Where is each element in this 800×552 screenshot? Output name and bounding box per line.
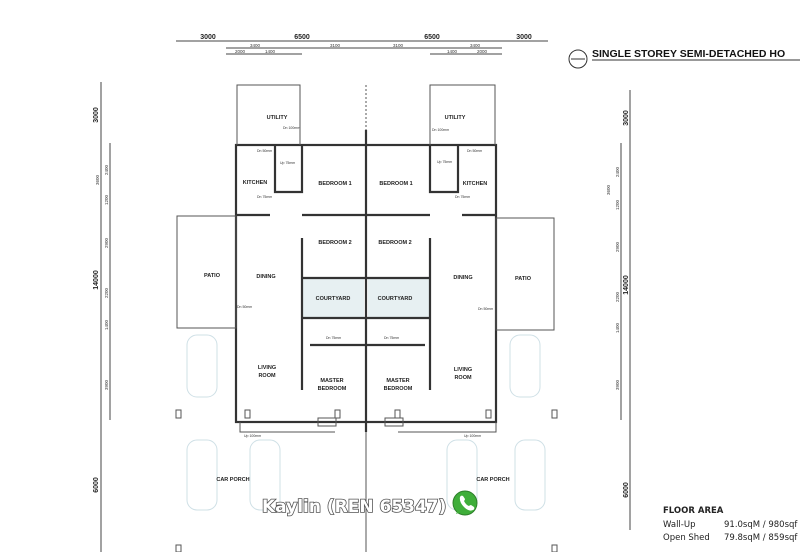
room-car-porch: CAR PORCH	[216, 477, 249, 483]
room-courtyard: COURTYARD	[316, 296, 351, 302]
room-master: MASTER	[320, 378, 343, 384]
floor-area-label: Wall-Up	[663, 520, 695, 530]
room-master: MASTER	[386, 378, 409, 384]
right-dimensions: 3000 14000 6000 3600 2400 1200 2900 2200…	[606, 90, 631, 530]
left-dimensions: 3000 14000 6000 3600 2400 1200 2900 2200…	[93, 82, 111, 552]
dim-top-sub: 1400	[447, 49, 458, 54]
dim-side-sub: 1200	[615, 199, 620, 210]
level-notes: Dn 100mm Dn 100mm Dn 50mm Dn 50mm Up 75m…	[237, 126, 493, 438]
dim-top: 3000	[200, 34, 216, 41]
room-master: BEDROOM	[384, 386, 413, 392]
columns	[175, 409, 558, 552]
floor-area-heading: FLOOR AREA	[663, 506, 724, 516]
dim-side-sub: 3600	[606, 184, 611, 195]
dim-side: 3000	[623, 110, 630, 126]
dim-side-sub: 3900	[615, 379, 620, 390]
room-master: BEDROOM	[318, 386, 347, 392]
plan-title: SINGLE STOREY SEMI-DETACHED HO	[568, 48, 800, 69]
courtyard-fill	[368, 278, 430, 318]
note: Dn 75mm	[455, 195, 470, 199]
watermark-text: Kaylin (REN 65347)	[262, 497, 446, 517]
dim-side: 14000	[93, 270, 100, 290]
note: Up 100mm	[244, 434, 261, 438]
room-kitchen: KITCHEN	[463, 181, 487, 187]
dim-side-sub: 2900	[615, 241, 620, 252]
dim-side-sub: 1400	[615, 322, 620, 333]
note: Dn 50mm	[467, 149, 482, 153]
room-living: ROOM	[454, 375, 472, 381]
dim-side-sub: 2400	[104, 164, 109, 175]
walls	[176, 84, 555, 552]
dim-side: 6000	[623, 482, 630, 498]
dim-top-sub: 3400	[470, 43, 481, 48]
dim-side-sub: 3900	[104, 379, 109, 390]
floor-area-value: 79.8sqM / 859sqf	[724, 533, 798, 543]
dim-side-sub: 2200	[615, 291, 620, 302]
room-patio: PATIO	[204, 273, 221, 279]
floor-area-label: Open Shed	[663, 533, 710, 543]
room-utility: UTILITY	[267, 115, 288, 121]
dim-side: 14000	[623, 275, 630, 295]
note: Dn 75mm	[384, 336, 399, 340]
car-outlines	[186, 334, 546, 511]
note: Dn 75mm	[257, 195, 272, 199]
note: Dn 50mm	[237, 305, 252, 309]
dim-top-sub: 2000	[235, 49, 246, 54]
note: Up 75mm	[280, 161, 295, 165]
dim-top: 3000	[516, 34, 532, 41]
note: Dn 50mm	[478, 307, 493, 311]
room-bedroom2: BEDROOM 2	[378, 240, 411, 246]
note: Dn 50mm	[257, 149, 272, 153]
room-bedroom1: BEDROOM 1	[379, 181, 412, 187]
room-dining: DINING	[453, 275, 472, 281]
courtyard-fill	[302, 278, 364, 318]
room-dining: DINING	[256, 274, 275, 280]
dim-top-sub: 3100	[393, 43, 404, 48]
dim-top: 6500	[424, 34, 440, 41]
dim-top-sub: 2000	[477, 49, 488, 54]
floor-area-table: FLOOR AREA Wall-Up 91.0sqM / 980sqf Open…	[663, 506, 798, 543]
room-kitchen: KITCHEN	[243, 180, 267, 186]
dim-top-sub: 1400	[265, 49, 276, 54]
dim-side-sub: 2200	[104, 287, 109, 298]
room-car-porch: CAR PORCH	[476, 477, 509, 483]
top-dimensions: 3000 6500 6500 3000 3400 3100 3100 3400 …	[176, 34, 548, 55]
title-text: SINGLE STOREY SEMI-DETACHED HO	[592, 48, 785, 60]
dim-side-sub: 3600	[95, 174, 100, 185]
dim-side-sub: 2900	[104, 237, 109, 248]
room-labels: UTILITY UTILITY KITCHEN KITCHEN BEDROOM …	[204, 115, 532, 483]
room-bedroom2: BEDROOM 2	[318, 240, 351, 246]
note: Dn 100mm	[283, 126, 300, 130]
room-courtyard: COURTYARD	[378, 296, 413, 302]
dim-side-sub: 1200	[104, 194, 109, 205]
dim-side-sub: 1400	[104, 319, 109, 330]
note: Up 100mm	[464, 434, 481, 438]
room-bedroom1: BEDROOM 1	[318, 181, 351, 187]
dim-side: 3000	[93, 107, 100, 123]
dim-side: 6000	[93, 477, 100, 493]
room-living: ROOM	[258, 373, 276, 379]
room-living: LIVING	[454, 367, 472, 373]
note: Dn 75mm	[326, 336, 341, 340]
dim-top: 6500	[294, 34, 310, 41]
agent-watermark: Kaylin (REN 65347)	[261, 490, 478, 518]
dim-top-sub: 3400	[250, 43, 261, 48]
note: Dn 100mm	[432, 128, 449, 132]
room-utility: UTILITY	[445, 115, 466, 121]
room-patio: PATIO	[515, 276, 532, 282]
whatsapp-icon	[452, 490, 478, 516]
note: Up 75mm	[437, 160, 452, 164]
dim-side-sub: 2400	[615, 166, 620, 177]
dim-top-sub: 3100	[330, 43, 341, 48]
floor-area-value: 91.0sqM / 980sqf	[724, 520, 798, 530]
room-living: LIVING	[258, 365, 276, 371]
